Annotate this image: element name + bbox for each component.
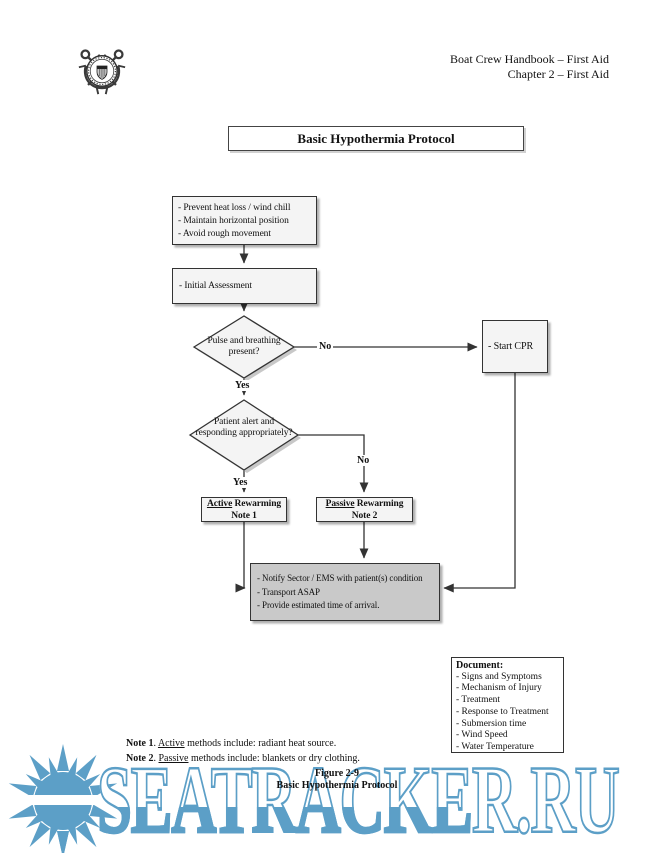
- uscg-crossed-anchors-icon: [78, 49, 126, 95]
- notify-sector-box: - Notify Sector / EMS with patient(s) co…: [250, 563, 440, 621]
- footnote-2: Note 2. Passive methods include: blanket…: [126, 753, 360, 764]
- passive-rewarming-box: Passive Rewarming Note 2: [316, 497, 413, 522]
- protocol-title-box: Basic Hypothermia Protocol: [228, 126, 524, 151]
- initial-assessment-label: - Initial Assessment: [179, 280, 252, 291]
- prevent-line-2: - Maintain horizontal position: [178, 216, 289, 226]
- initial-assessment-box: - Initial Assessment: [172, 268, 317, 304]
- document-item: - Treatment: [456, 695, 501, 706]
- notify-line-2: - Transport ASAP: [257, 586, 320, 597]
- branch-label-yes-pulse: Yes: [233, 380, 252, 391]
- branch-label-no-cpr: No: [317, 341, 334, 352]
- prevent-heat-loss-box: - Prevent heat loss / wind chill - Maint…: [172, 196, 317, 245]
- notify-line-3: - Provide estimated time of arrival.: [257, 600, 380, 610]
- document-item: - Mechanism of Injury: [456, 683, 542, 694]
- uscg-logo: [64, 36, 140, 111]
- figure-caption: Figure 2-9 Basic Hypothermia Protocol: [87, 768, 587, 792]
- document-checklist-box: Document: - Signs and Symptoms - Mechani…: [451, 657, 564, 753]
- header-line-2: Chapter 2 – First Aid: [507, 66, 609, 81]
- branch-label-yes-alert: Yes: [231, 477, 250, 488]
- prevent-line-3: - Avoid rough movement: [178, 229, 271, 239]
- pulse-diamond-label: Pulse and breathing present?: [207, 336, 281, 357]
- start-cpr-box: - Start CPR: [482, 320, 548, 373]
- figure-title: Basic Hypothermia Protocol: [276, 779, 398, 791]
- start-cpr-label: - Start CPR: [488, 341, 534, 352]
- active-rewarming-note-ref: Note 1: [231, 510, 257, 521]
- branch-label-no-alert: No: [355, 455, 372, 466]
- figure-number: Figure 2-9: [315, 768, 359, 779]
- prevent-line-1: - Prevent heat loss / wind chill: [178, 203, 291, 213]
- passive-rewarming-note-ref: Note 2: [351, 510, 378, 521]
- alert-diamond-label: Patient alert and responding appropriate…: [195, 417, 293, 438]
- footnotes: Note 1. Active methods include: radiant …: [126, 736, 360, 766]
- watermark-sun-icon: [1, 742, 125, 853]
- document-item: - Wind Speed: [456, 730, 508, 741]
- watermark-text: SEATRACKER.RU: [96, 746, 621, 853]
- document-item: - Signs and Symptoms: [456, 671, 542, 682]
- active-rewarming-title: Active Rewarming: [206, 499, 282, 509]
- document-item: - Submersion time: [456, 718, 527, 729]
- footnote-1: Note 1. Active methods include: radiant …: [126, 738, 337, 749]
- active-rewarming-box: Active Rewarming Note 1: [201, 497, 287, 522]
- document-box-title: Document:: [456, 660, 504, 671]
- passive-rewarming-title: Passive Rewarming: [325, 499, 404, 509]
- document-item: - Response to Treatment: [456, 706, 549, 717]
- header-line-1: Boat Crew Handbook – First Aid: [450, 52, 609, 66]
- document-item: - Water Temperature: [456, 741, 534, 752]
- page-header: Boat Crew Handbook – First Aid Chapter 2…: [450, 52, 609, 81]
- notify-line-1: - Notify Sector / EMS with patient(s) co…: [257, 573, 423, 583]
